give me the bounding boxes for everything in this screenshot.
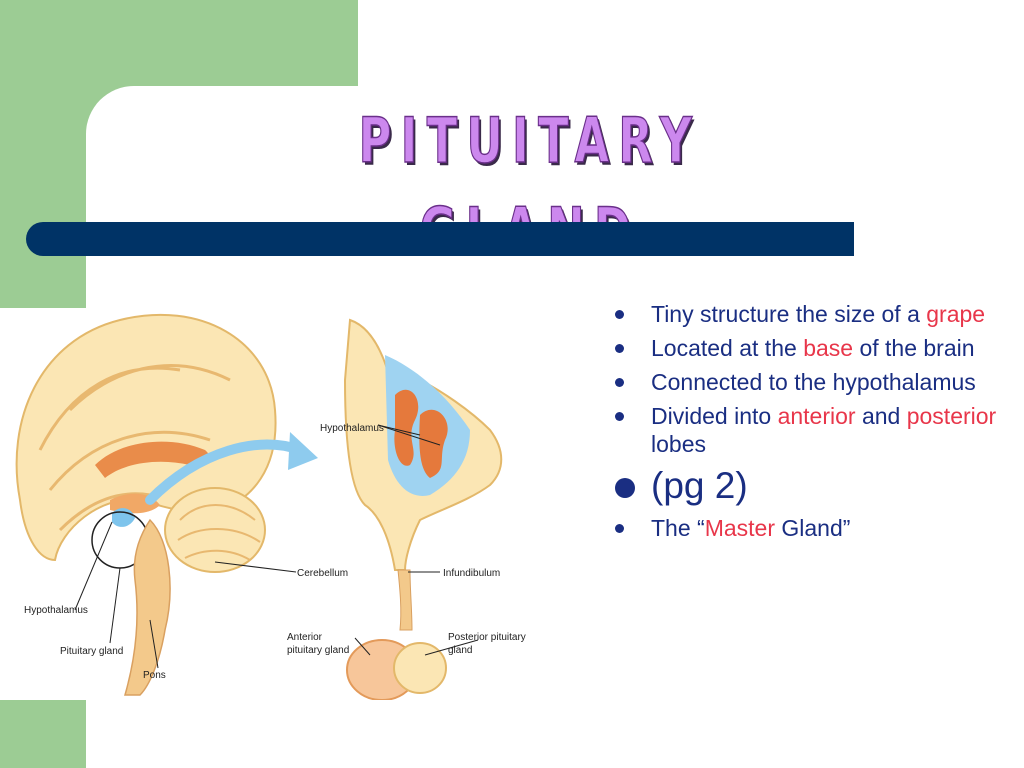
bullet-item: Tiny structure the size of a grape	[612, 300, 1012, 328]
label-posterior-line1: Posterior pituitary	[448, 632, 526, 643]
title-underline-bar	[26, 222, 854, 256]
posterior-lobe-shape	[393, 642, 447, 694]
label-infundibulum: Infundibulum	[443, 568, 500, 579]
bullet-item: Connected to the hypothalamus	[612, 368, 1012, 396]
label-posterior-line2: gland	[448, 645, 472, 656]
bullet-item: Located at the base of the brain	[612, 334, 1012, 362]
bullet-dot	[615, 524, 624, 533]
bullet-dot	[615, 412, 624, 421]
bullet-dot	[615, 378, 624, 387]
label-hypothalamus-right: Hypothalamus	[320, 423, 384, 434]
infundibulum-shape	[397, 569, 413, 631]
brainstem-shape	[124, 518, 171, 696]
bullet-item: Divided into anterior and posterior lobe…	[612, 402, 1012, 458]
bullet-dot	[615, 478, 635, 498]
cerebellum-shape	[164, 487, 266, 573]
bullet-item-page-ref: (pg 2)	[612, 464, 1012, 508]
bullet-list: Tiny structure the size of a grape Locat…	[612, 300, 1012, 548]
slide-title: PITUITARY GLAND	[358, 103, 702, 268]
bullet-dot	[615, 310, 624, 319]
label-anterior-line1: Anterior	[287, 632, 323, 643]
label-pituitary-gland: Pituitary gland	[60, 646, 123, 657]
green-bottom-strip	[0, 700, 86, 768]
label-hypothalamus-left: Hypothalamus	[24, 605, 88, 616]
bullet-item: The “Master Gland”	[612, 514, 1012, 542]
label-anterior-line2: pituitary gland	[287, 645, 349, 656]
brain-pituitary-illustration: Cerebellum Hypothalamus Pituitary gland …	[15, 313, 526, 700]
bullet-dot	[615, 344, 624, 353]
label-cerebellum: Cerebellum	[297, 568, 348, 579]
zoom-arrow	[145, 439, 305, 505]
label-pons: Pons	[143, 670, 166, 681]
